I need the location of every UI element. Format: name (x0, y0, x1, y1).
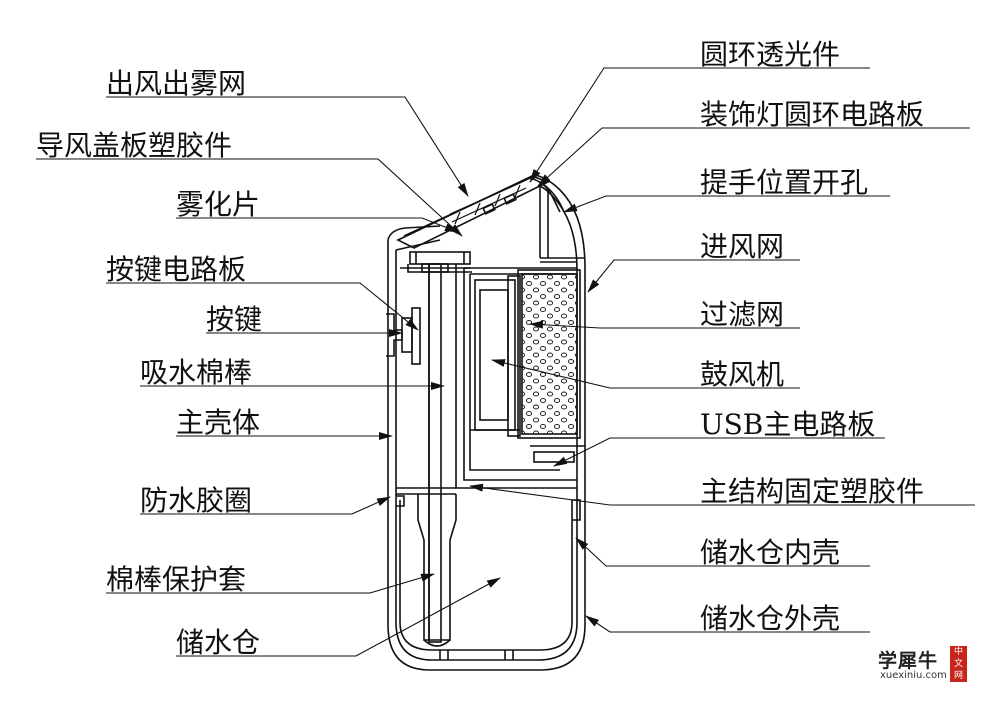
label-button-pcb: 按键电路板 (106, 253, 247, 286)
label-water-tank: 储水仓 (176, 626, 261, 659)
label-water-tank-inner-shell: 储水仓内壳 (700, 536, 841, 569)
label-absorbent-cotton-stick: 吸水棉棒 (140, 356, 253, 389)
button-group (386, 307, 421, 365)
label-button: 按键 (206, 303, 263, 336)
label-filter-mesh: 过滤网 (700, 298, 785, 331)
label-air-guide-cover-plastic: 导风盖板塑胶件 (36, 129, 233, 162)
label-atomizer-disc: 雾化片 (176, 188, 261, 221)
filter-mesh (517, 269, 581, 439)
label-waterproof-gasket: 防水胶圈 (140, 484, 253, 517)
handle-column (539, 186, 585, 263)
atomizer-assembly (400, 251, 472, 273)
device-body (387, 174, 586, 671)
label-handle-opening: 提手位置开孔 (700, 166, 869, 199)
main-structure-frame (396, 264, 577, 495)
label-main-structure-plastic: 主结构固定塑胶件 (700, 475, 925, 508)
label-blower-fan: 鼓风机 (700, 358, 785, 391)
leader-lines (36, 67, 975, 657)
label-ring-light-guide: 圆环透光件 (700, 38, 841, 71)
outer-shell-inner-wall (395, 185, 578, 661)
label-usb-main-pcb: USB主电路板 (700, 408, 876, 441)
label-main-housing: 主壳体 (176, 406, 261, 439)
cotton-stick (417, 263, 457, 647)
outer-shell-outline (387, 174, 586, 671)
top-cover (396, 175, 565, 249)
watermark-url: xuexiniu.com (880, 670, 947, 681)
label-cotton-stick-sleeve: 棉棒保护套 (106, 563, 247, 596)
watermark-main-text: 学犀牛 (878, 650, 939, 672)
label-air-mist-outlet-mesh: 出风出雾网 (106, 67, 247, 100)
watermark-badge: 中文网 (950, 646, 967, 682)
label-air-inlet-mesh: 进风网 (700, 230, 785, 263)
watermark-logo: 学犀牛 xuexiniu.com 中文网 (878, 646, 970, 686)
blower-fan (470, 275, 521, 437)
label-water-tank-outer-shell: 储水仓外壳 (700, 602, 841, 635)
label-decor-light-ring-pcb: 装饰灯圆环电路板 (700, 98, 925, 131)
